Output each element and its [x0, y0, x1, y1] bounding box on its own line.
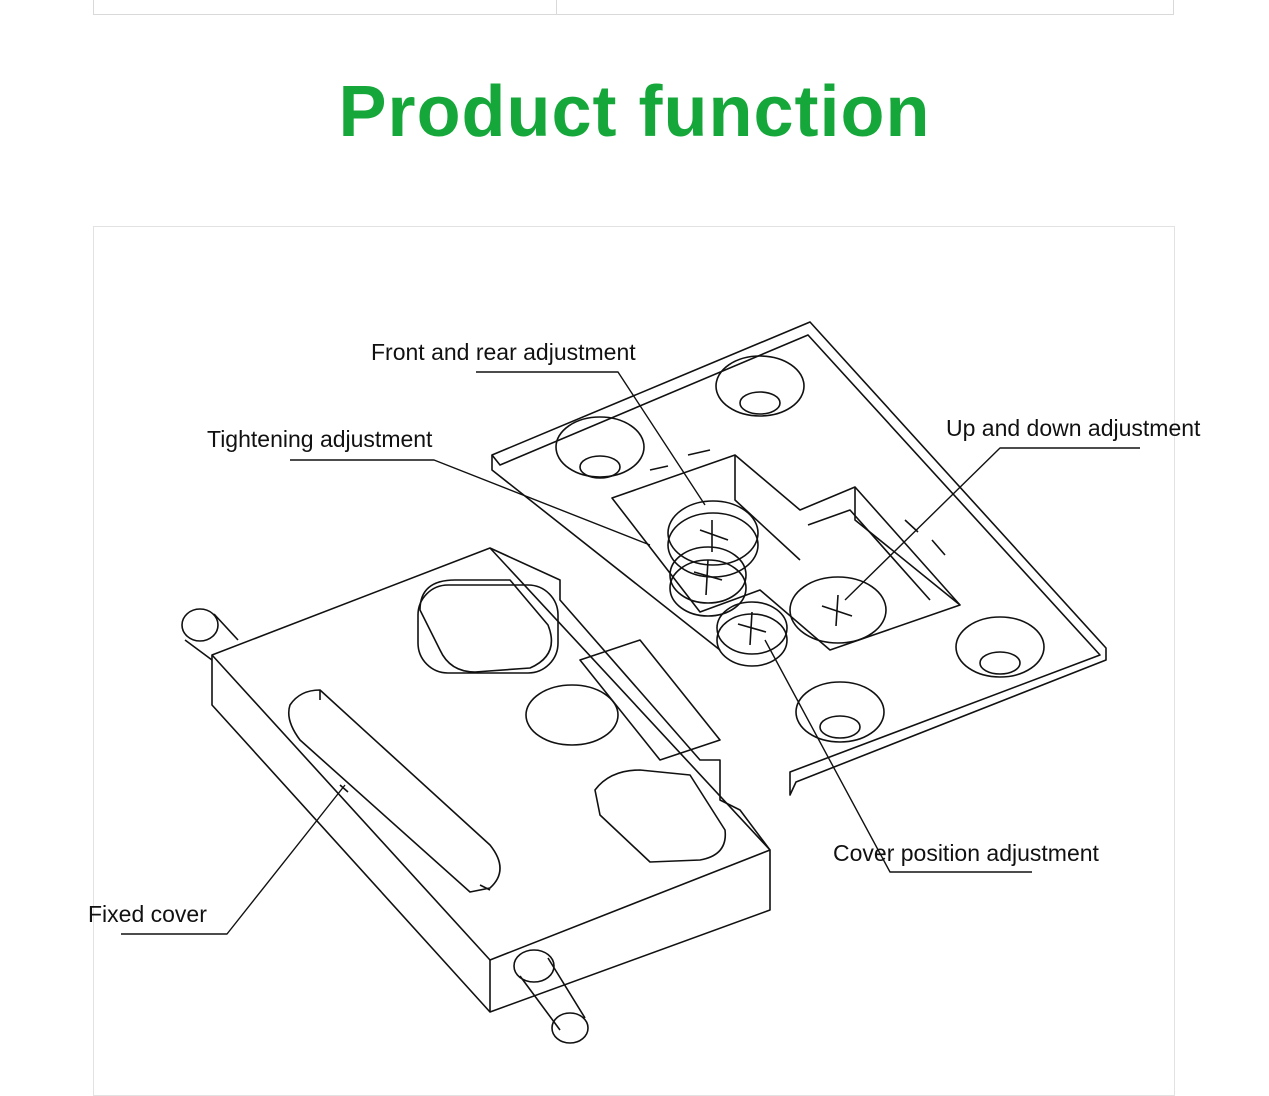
table-divider [556, 0, 557, 15]
leader-lines [121, 371, 1140, 935]
screw-tightening [669, 546, 747, 617]
page-title: Product function [338, 72, 931, 152]
label-up-down-adjustment: Up and down adjustment [946, 415, 1201, 441]
screw-cover-position [716, 601, 788, 667]
label-cover-position-adjustment: Cover position adjustment [833, 840, 1099, 866]
label-fixed-cover: Fixed cover [88, 901, 207, 927]
label-front-rear-adjustment: Front and rear adjustment [371, 339, 636, 365]
top-table-remnant [93, 0, 1174, 15]
screw-up-down [789, 576, 887, 644]
mounting-plate [491, 321, 1107, 796]
label-tightening-adjustment: Tightening adjustment [207, 426, 433, 452]
cover-plate [181, 547, 771, 1044]
